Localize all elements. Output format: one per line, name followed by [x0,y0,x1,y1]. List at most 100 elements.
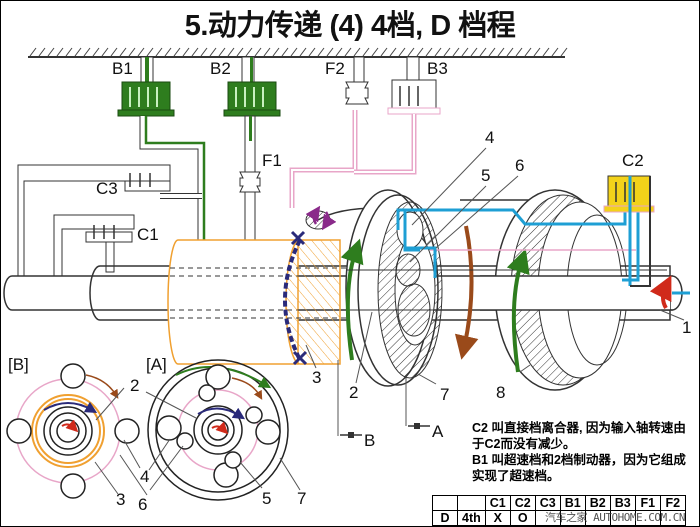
note-b1: B1 叫超速档和2档制动器，因为它组成实现了超速档。 [472,453,686,483]
ground-hatch-mark [155,47,163,57]
inset-callout-5: 5 [262,489,271,508]
output-rotation-arrow [649,275,690,310]
ground-hatch-mark [479,47,487,57]
section-marker-a: A [408,422,444,441]
callout-1: 1 [682,318,691,337]
label-c3: C3 [96,179,118,198]
page-title: 5.动力传递 (4) 4档, D 档程 [184,10,516,42]
ground-hatch-mark [425,47,433,57]
ground-hatch-mark [290,47,298,57]
ground-hatch-mark [308,47,316,57]
ground-hatch-mark [380,47,388,57]
ground-hatch-mark [524,47,532,57]
ground-hatch-mark [38,47,46,57]
ground-hatch-mark [146,47,154,57]
one-way-clutch-f2 [289,56,369,208]
label-c1: C1 [137,225,159,244]
ground-hatch-mark [434,47,442,57]
label-b1: B1 [112,59,133,78]
ground-hatch-mark [515,47,523,57]
carrier-rotation-arrow [340,238,364,361]
ground-hatch-mark [164,47,172,57]
label-f1: F1 [262,151,282,170]
ground-hatch-mark [119,47,127,57]
inset-callout-6: 6 [138,495,147,514]
ground-hatch-mark [263,47,271,57]
ground-hatch-mark [101,47,109,57]
inset-a: [A] 2 6 5 7 [130,355,306,514]
ground-hatch-mark [128,47,136,57]
ground-hatch-mark [92,47,100,57]
ground-hatch-mark [272,47,280,57]
ground-hatch-mark [470,47,478,57]
ground-hatch-mark [362,47,370,57]
clutch-c3 [17,164,202,284]
callout-8: 8 [496,383,505,402]
note-c2: C2 叫直接档离合器, 因为输入轴转速由于C2而没有减少。 [472,421,686,451]
housing-ground [28,47,568,58]
ground-hatch-mark [551,47,559,57]
ground-hatch-mark [344,47,352,57]
explanation-notes: C2 叫直接档离合器, 因为输入轴转速由于C2而没有减少。 B1 叫超速档和2档… [472,420,692,484]
inset-callout-7: 7 [297,489,306,508]
callout-2: 2 [349,383,358,402]
label-b2: B2 [210,59,231,78]
engagement-table: C1 C2 C3 B1 B2 B3 F1 F2 D 4th X O [432,495,686,526]
ground-hatch-mark [443,47,451,57]
ground-hatch-mark [335,47,343,57]
inset-b-callout-3: 3 [116,490,125,509]
ring-gear-rotation-arrow [454,225,479,360]
inset-callout-2: 2 [130,376,139,395]
ground-hatch-mark [281,47,289,57]
ground-hatch-mark [560,47,568,57]
ground-hatch-mark [461,47,469,57]
table-row: D 4th X O [432,510,686,526]
callout-leaders [305,147,685,436]
inset-b: [B] 3 4 [6,355,149,509]
ground-hatch-mark [110,47,118,57]
ground-hatch-mark [389,47,397,57]
ground-hatch-mark [74,47,82,57]
ground-hatch-mark [56,47,64,57]
rear-ring-gear [347,189,670,391]
ground-hatch-mark [542,47,550,57]
watermark: 汽车之家 AUTOHOME.COM.CN [545,511,685,524]
ground-hatch-mark [326,47,334,57]
clutch-c2 [603,175,655,287]
ground-hatch-mark [236,47,244,57]
ground-hatch-mark [245,47,253,57]
inset-a-label: [A] [146,355,167,374]
ground-hatch-mark [200,47,208,57]
ground-hatch-mark [533,47,541,57]
inset-b-label: [B] [8,355,29,374]
ground-hatch-mark [218,47,226,57]
ground-hatch-mark [488,47,496,57]
label-f2: F2 [325,59,345,78]
callout-7: 7 [440,385,449,404]
held-arrow [283,230,308,366]
clutch-c1 [53,214,135,285]
ground-hatch-mark [398,47,406,57]
c2-hydraulic-line [396,180,640,282]
ground-hatch-mark [191,47,199,57]
ground-hatch-mark [371,47,379,57]
ground-hatch-mark [173,47,181,57]
ground-hatch-mark [299,47,307,57]
ground-hatch-mark [452,47,460,57]
callout-6: 6 [515,156,524,175]
brake-b2 [223,56,281,242]
ground-hatch-mark [506,47,514,57]
sun-gear-drum [167,239,341,365]
ground-hatch-mark [353,47,361,57]
ground-hatch-mark [209,47,217,57]
ground-hatch-mark [407,47,415,57]
ground-hatch-mark [47,47,55,57]
ground-hatch-mark [29,47,37,57]
ground-hatch-mark [65,47,73,57]
callout-3: 3 [312,368,321,387]
brake-b3 [354,56,441,175]
one-way-clutch-f1 [239,171,261,193]
ground-hatch-mark [497,47,505,57]
ground-hatch-mark [254,47,262,57]
